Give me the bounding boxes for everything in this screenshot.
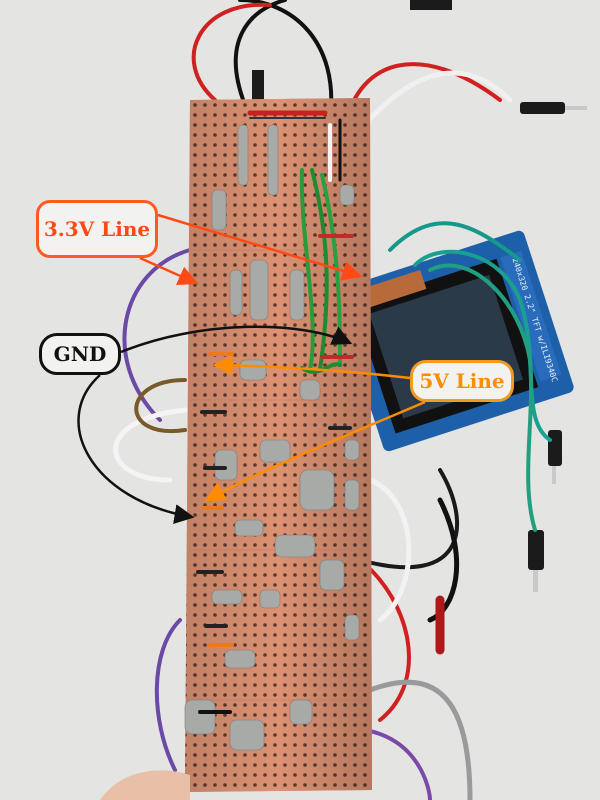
arrow-33v-to-board	[157, 213, 363, 281]
background-wires	[113, 0, 513, 800]
board-jumpers	[196, 110, 354, 714]
finger	[100, 770, 190, 800]
arrow-5v-to-top	[212, 355, 411, 380]
arrow-gnd-to-board	[120, 325, 353, 354]
jumper-pins	[252, 0, 587, 592]
arrow-gnd-to-left	[77, 374, 195, 524]
label-5v-line: 5V Line	[410, 360, 514, 402]
tft-wires	[388, 221, 552, 532]
annotation-arrows	[77, 213, 426, 524]
solder-joints	[184, 124, 360, 751]
arrow-33v-to-edge	[139, 256, 199, 285]
label-3-3v-line: 3.3V Line	[36, 200, 158, 258]
arrow-5v-to-lower	[204, 400, 426, 502]
label-gnd: GND	[39, 333, 121, 375]
